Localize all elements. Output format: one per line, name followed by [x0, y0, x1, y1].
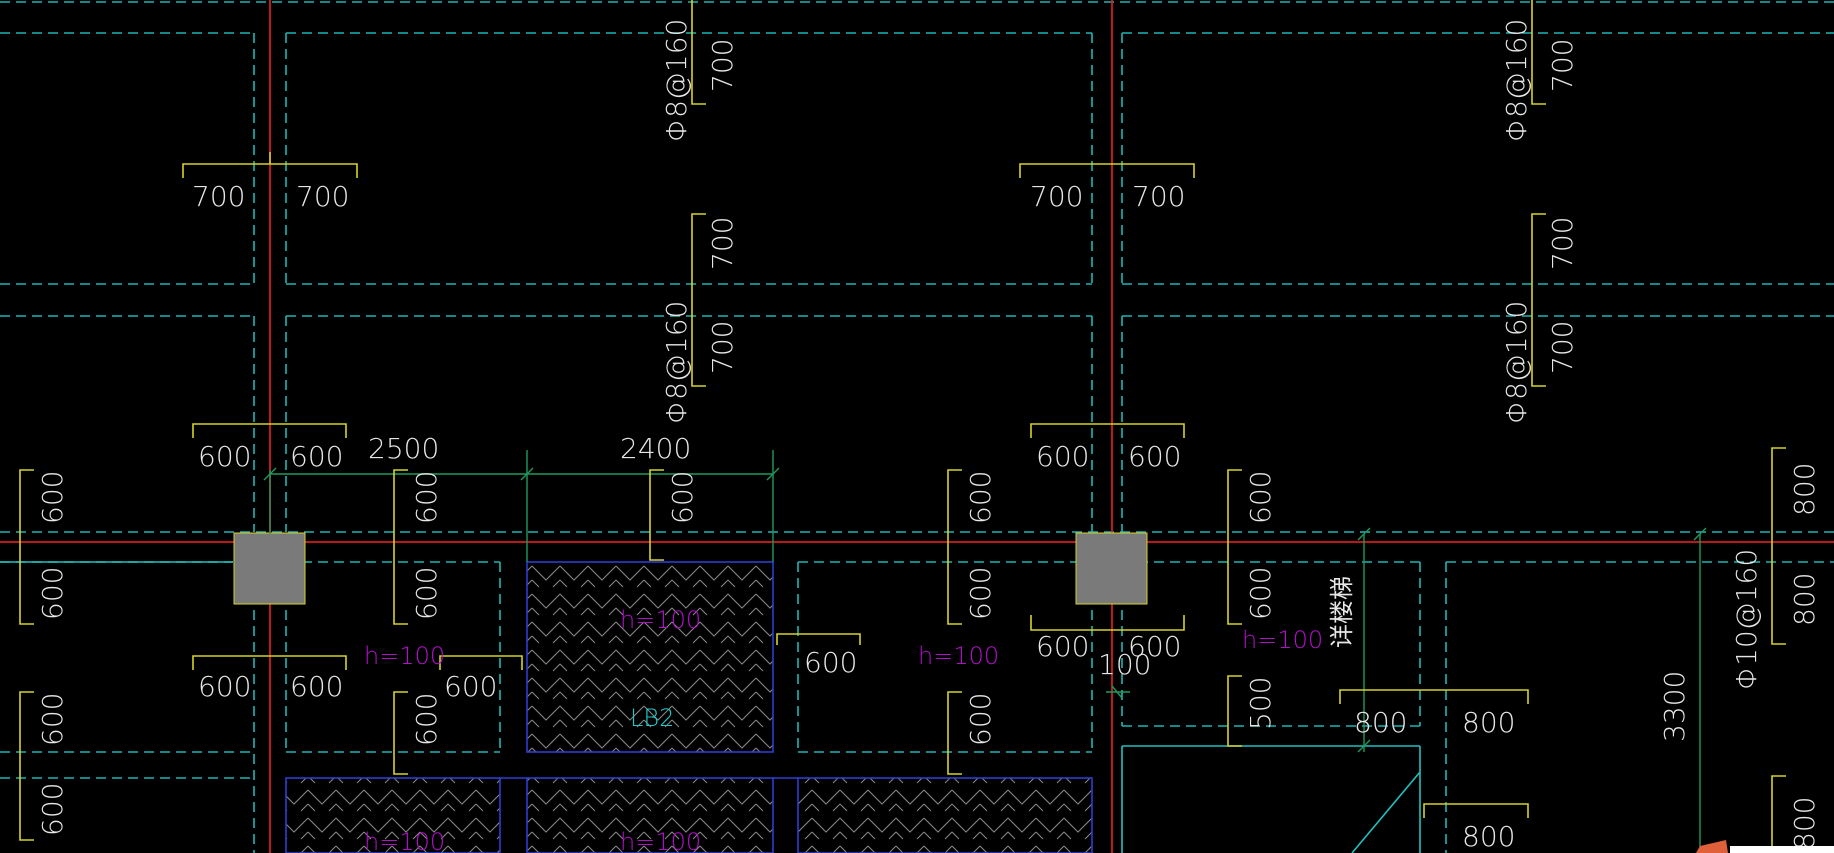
slab-h100-1: h=100: [364, 642, 445, 670]
white-panel-edge: [1730, 846, 1834, 853]
dim-600-vertical-3: 600: [36, 693, 69, 746]
dim-600-vertical-6: 600: [410, 567, 443, 620]
slab-thickness-labels: h=100 h=100 h=100 h=100 h=100 h=100: [364, 606, 1323, 853]
dim-700-top-mid-b: 700: [1132, 180, 1185, 213]
dim-800-vertical-1: 800: [1788, 463, 1821, 516]
dim-600-vertical-9: 600: [964, 471, 997, 524]
rebar-label-2: Φ8@160: [660, 301, 693, 424]
dimension-labels: 700 700 700 700 700 700 700 700 700 700 …: [36, 19, 1821, 853]
dim-600-vertical-13: 600: [1244, 567, 1277, 620]
dim-600-vertical-12: 600: [1244, 471, 1277, 524]
dim-100: 100: [1098, 648, 1151, 681]
dim-600-vertical-7: 600: [410, 693, 443, 746]
slab-h100-2: h=100: [620, 606, 701, 634]
dim-600-10: 600: [1128, 630, 1181, 663]
dim-800-1: 800: [1354, 706, 1407, 739]
dim-600-5: 600: [198, 670, 251, 703]
dim-700-vertical-4: 700: [1546, 39, 1579, 92]
dim-600-vertical-11: 600: [964, 693, 997, 746]
dim-700-vertical-2: 700: [706, 217, 739, 270]
slab-h100-4: h=100: [1242, 626, 1323, 654]
dim-600-3: 600: [1036, 440, 1089, 473]
columns: [233, 532, 1148, 605]
dim-800-vertical-3: 800: [1788, 797, 1821, 850]
dim-700-vertical-3: 700: [706, 321, 739, 374]
dim-800-2: 800: [1462, 706, 1515, 739]
dim-600-9: 600: [1036, 630, 1089, 663]
slab-h100-3: h=100: [918, 642, 999, 670]
slab-bottom-2[interactable]: [526, 777, 774, 853]
dim-600-vertical-5: 600: [410, 471, 443, 524]
dim-700-vertical-5: 700: [1546, 217, 1579, 270]
dim-700-vertical-1: 700: [706, 39, 739, 92]
column-left[interactable]: [233, 532, 306, 605]
slab-tag-lb2: LB2: [630, 704, 674, 732]
dim-600-8: 600: [804, 646, 857, 679]
dim-600-vertical-4: 600: [36, 783, 69, 836]
dim-700-top-mid-a: 700: [1030, 180, 1083, 213]
dim-600-vertical-2: 600: [36, 567, 69, 620]
dim-600-2: 600: [290, 440, 343, 473]
yellow-dimension-brackets: [19, 0, 1786, 853]
dim-3300: 3300: [1658, 671, 1691, 742]
dim-600-vertical-8: 600: [666, 471, 699, 524]
slab-lb2[interactable]: [526, 561, 774, 753]
dim-600-7: 600: [444, 670, 497, 703]
orange-marker: [1696, 840, 1728, 853]
dim-700-vertical-6: 700: [1546, 321, 1579, 374]
rebar-label-3: Φ8@160: [1500, 19, 1533, 142]
slab-h100-5: h=100: [364, 828, 445, 853]
dim-800-vertical-2: 800: [1788, 573, 1821, 626]
dim-2400: 2400: [620, 432, 691, 465]
stair-detail-note: 详楼梯: [1328, 576, 1356, 648]
dim-800-3: 800: [1462, 820, 1515, 853]
dim-600-1: 600: [198, 440, 251, 473]
dim-600-vertical-10: 600: [964, 567, 997, 620]
rebar-label-1: Φ8@160: [660, 19, 693, 142]
rebar-label-5: Φ10@160: [1730, 549, 1763, 690]
dim-700-top-left-a: 700: [192, 180, 245, 213]
solid-cyan-outlines: [0, 561, 1421, 853]
rebar-label-4: Φ8@160: [1500, 301, 1533, 424]
dim-600-4: 600: [1128, 440, 1181, 473]
column-middle[interactable]: [1075, 532, 1148, 605]
slab-bottom-3[interactable]: [797, 777, 1093, 853]
dim-600-vertical-1: 600: [36, 471, 69, 524]
dim-500: 500: [1244, 677, 1277, 730]
slab-h100-6: h=100: [620, 828, 701, 853]
hatched-slab-panels: [285, 561, 1093, 853]
dim-600-6: 600: [290, 670, 343, 703]
slab-bottom-1[interactable]: [285, 777, 501, 853]
dim-2500: 2500: [368, 432, 439, 465]
dim-700-top-left-b: 700: [296, 180, 349, 213]
green-dimension-lines: [263, 450, 1707, 853]
